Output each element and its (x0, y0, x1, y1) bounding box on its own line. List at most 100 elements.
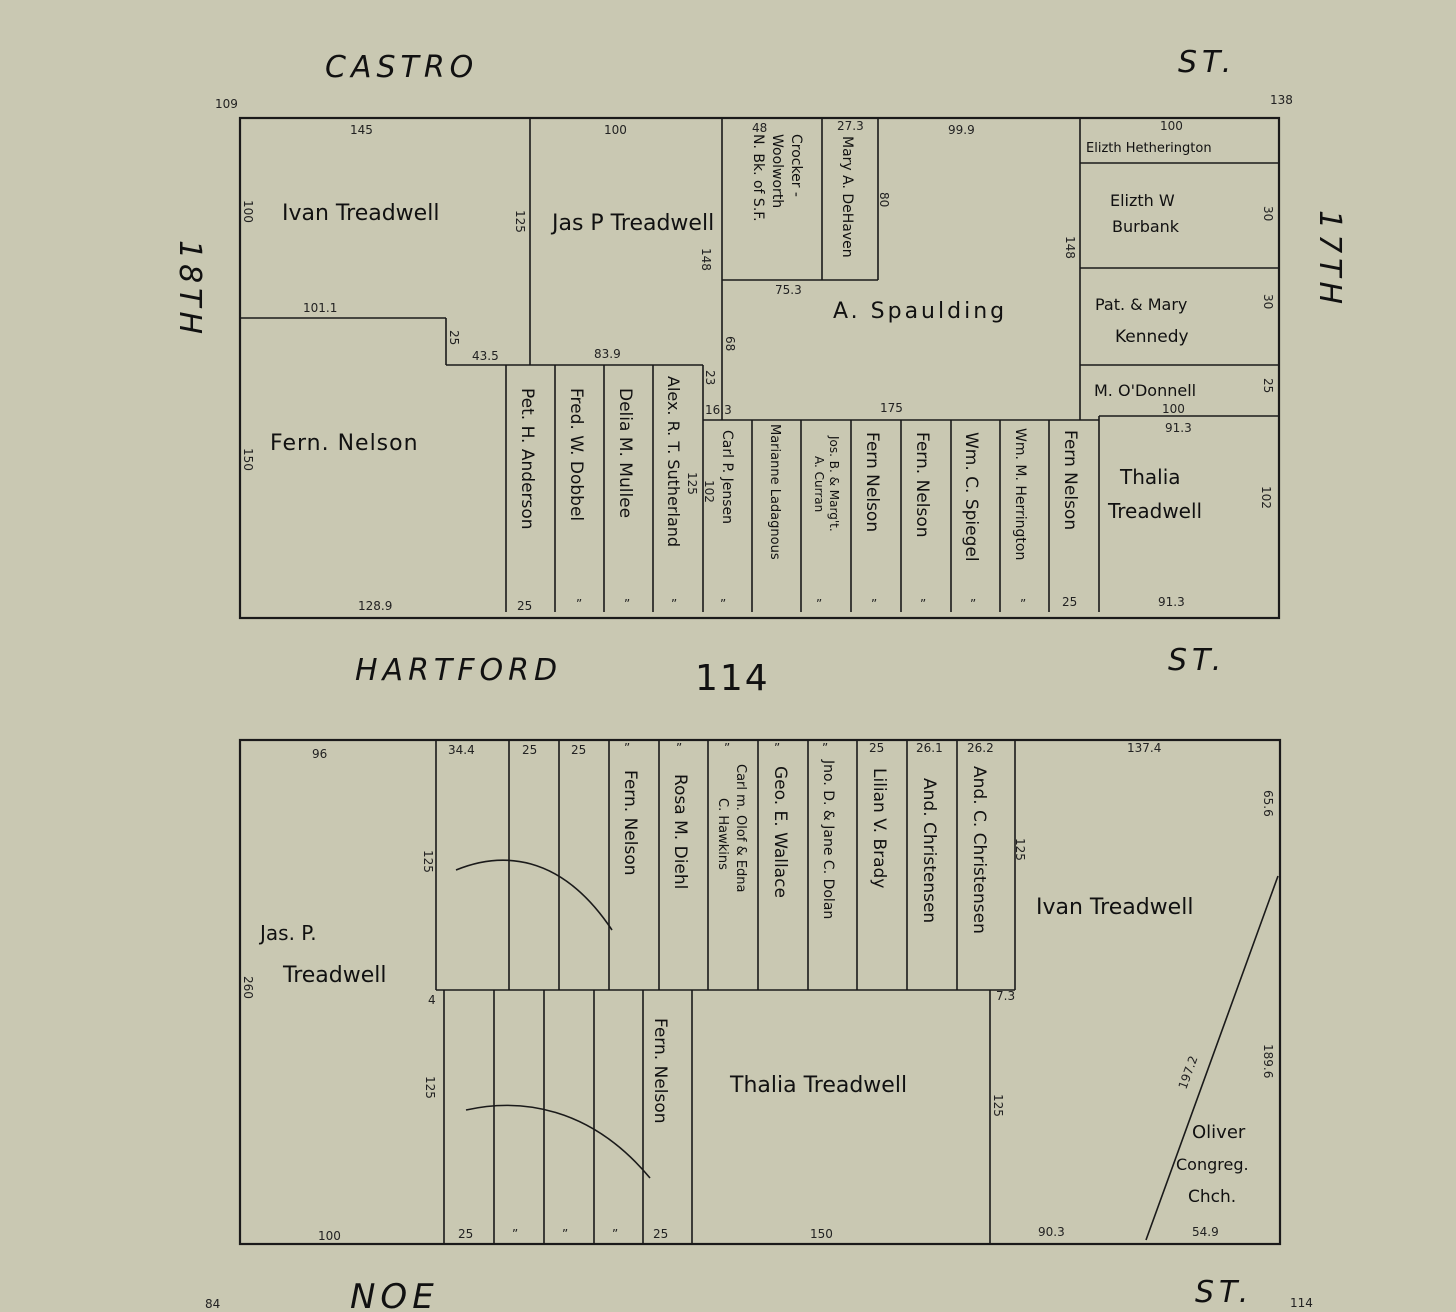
dim: 125 (421, 850, 435, 873)
dim: 25 (458, 1227, 473, 1241)
dim: 4 (428, 993, 436, 1007)
dim: 175 (880, 401, 903, 415)
street-noe: NOE (350, 1277, 439, 1312)
dim: 54.9 (1192, 1225, 1219, 1239)
ditto: ” (871, 597, 877, 611)
owner-odonnell: M. O'Donnell (1094, 381, 1196, 400)
dim: 83.9 (594, 347, 621, 361)
dim: 91.3 (1158, 595, 1185, 609)
owner-kennedy-1: Pat. & Mary (1095, 295, 1187, 314)
owner-jasp-treadwell-a: Jas P Treadwell (550, 211, 714, 236)
block-a-lines (238, 116, 1281, 620)
owner-fern-nelson-b2: Fern. Nelson (650, 1018, 670, 1124)
owner-crocker-1: Crocker - (788, 134, 804, 197)
street-noe-st: ST. (1195, 1275, 1253, 1310)
owner-mullee: Delia M. Mullee (615, 388, 635, 518)
ditto: ” (816, 597, 822, 611)
dim: 30 (1261, 206, 1275, 221)
dim: 100 (1162, 402, 1185, 416)
owner-ivan-treadwell-b: Ivan Treadwell (1036, 895, 1193, 920)
street-castro: CASTRO (325, 50, 478, 85)
ditto: ” (720, 597, 726, 611)
dim: 25 (653, 1227, 668, 1241)
ditto: ” (676, 741, 682, 755)
dim: 25 (1261, 378, 1275, 393)
owner-fern-nelson-a4: Fern Nelson (1060, 430, 1080, 530)
dim: 197.2 (1176, 1054, 1201, 1091)
ditto: ” (576, 597, 582, 611)
corner-tr: 138 (1270, 93, 1293, 107)
ditto: ” (724, 741, 730, 755)
dim: 125 (423, 1076, 437, 1099)
dim: 137.4 (1127, 741, 1161, 755)
block-a-dimensions: 145 100 48 27.3 99.9 100 100 101.1 125 1… (241, 119, 1275, 613)
dim: 7.3 (996, 989, 1015, 1003)
owner-oliver-3: Chch. (1188, 1187, 1236, 1207)
dim: 25 (1062, 595, 1077, 609)
ditto: ” (822, 741, 828, 755)
dim: 145 (350, 123, 373, 137)
owner-diehl: Rosa M. Diehl (670, 774, 690, 889)
dim: 90.3 (1038, 1225, 1065, 1239)
owner-spiegel: Wm. C. Spiegel (961, 432, 981, 562)
block-number: 114 (695, 658, 770, 699)
dim: 25 (517, 599, 532, 613)
dim: 100 (1160, 119, 1183, 133)
dim: 125 (513, 210, 527, 233)
dim: 26.2 (967, 741, 994, 755)
owner-fern-nelson-b: Fern. Nelson (620, 770, 640, 876)
owner-thalia-1: Thalia (1119, 465, 1181, 489)
dim: 100 (241, 200, 255, 223)
block-b-lines (238, 738, 1282, 1246)
dim: 30 (1261, 294, 1275, 309)
owner-crocker-3: N. Bk. of S.F. (750, 134, 766, 222)
dim: 34.4 (448, 743, 475, 757)
owner-fern-nelson-a2: Fern Nelson (862, 432, 882, 532)
owner-jensen: Carl P. Jensen (719, 430, 735, 524)
owner-jasp-treadwell-b2: Treadwell (282, 963, 387, 988)
dim: 65.6 (1261, 790, 1275, 817)
owner-herrington: Wm. M. Herrington (1012, 428, 1028, 560)
dim: 100 (318, 1229, 341, 1243)
owner-dehaven: Mary A. DeHaven (839, 136, 855, 258)
page-number-right: 114 (1290, 1296, 1313, 1310)
street-18th: 18TH (172, 240, 207, 339)
dim: 125 (685, 472, 699, 495)
ditto: ” (774, 741, 780, 755)
owner-thalia-treadwell-b: Thalia Treadwell (729, 1073, 907, 1098)
dim: 101.1 (303, 301, 337, 315)
dim: 189.6 (1261, 1044, 1275, 1078)
owner-burbank-2: Burbank (1112, 217, 1180, 236)
owner-fern-nelson-a: Fern. Nelson (270, 431, 419, 456)
owner-hawkins-1: Carl m. Olof & Edna (733, 764, 748, 893)
dim: 150 (241, 448, 255, 471)
owner-christensen-a: And. Christensen (919, 778, 939, 923)
dim: 26.1 (916, 741, 943, 755)
street-hartford-st: ST. (1168, 643, 1226, 678)
ditto: ” (612, 1227, 618, 1241)
dim: 16.3 (705, 403, 732, 417)
dim: 91.3 (1165, 421, 1192, 435)
owner-ladagnous: Marianne Ladagnous (767, 424, 782, 560)
dim: 27.3 (837, 119, 864, 133)
ditto: ” (562, 1227, 568, 1241)
owner-anderson: Pet. H. Anderson (517, 388, 537, 530)
owner-spaulding: A. Spaulding (833, 299, 1007, 324)
dim: 150 (810, 1227, 833, 1241)
dim: 25 (522, 743, 537, 757)
dim: 102 (702, 480, 716, 503)
dim: 25 (869, 741, 884, 755)
dim: 125 (991, 1094, 1005, 1117)
owner-dobbel: Fred. W. Dobbel (566, 388, 586, 521)
ditto: ” (1020, 597, 1026, 611)
page-number-left: 84 (205, 1297, 220, 1311)
owner-ivan-treadwell-a: Ivan Treadwell (282, 201, 439, 226)
owner-thalia-2: Treadwell (1107, 499, 1202, 523)
ditto: ” (624, 741, 630, 755)
owner-hawkins-2: C. Hawkins (715, 798, 730, 870)
ditto: ” (970, 597, 976, 611)
dim: 148 (1063, 236, 1077, 259)
dim: 23 (703, 370, 717, 385)
owner-fern-nelson-a3: Fern. Nelson (912, 432, 932, 538)
owner-jasp-treadwell-b1: Jas. P. (258, 921, 317, 945)
